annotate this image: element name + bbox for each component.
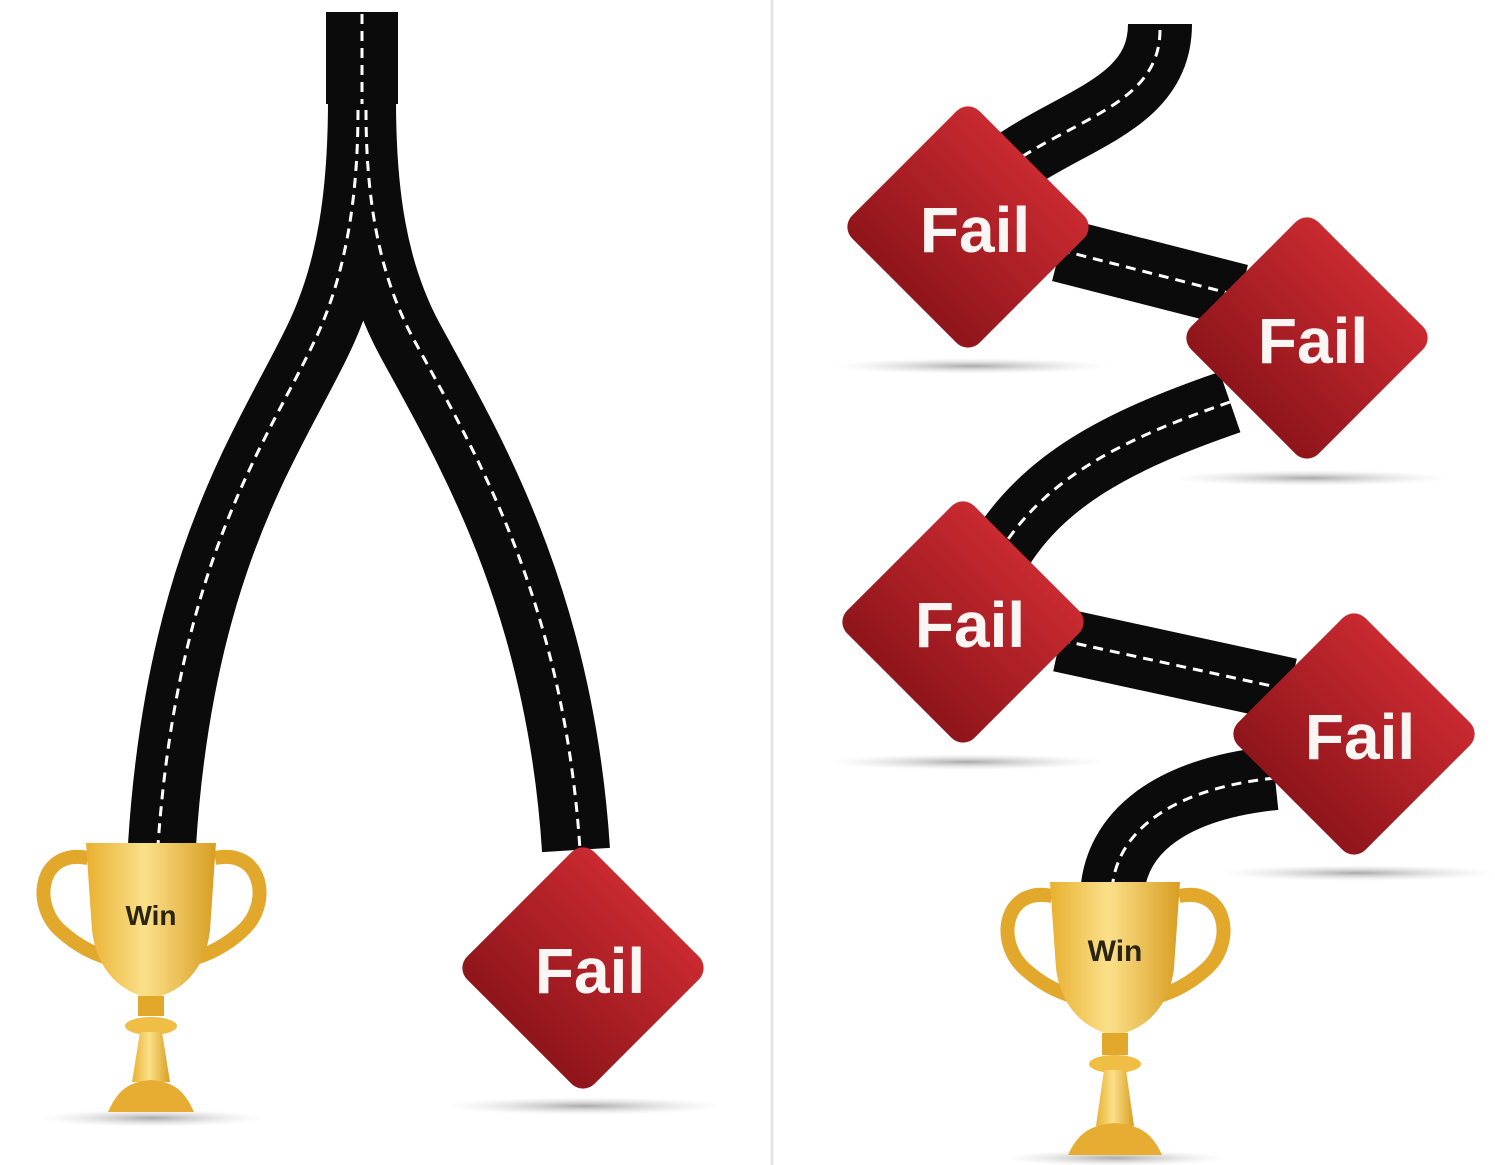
- trophy-cup: [1050, 882, 1180, 1035]
- trophy-base: [108, 1080, 194, 1112]
- fail-label: Fail: [535, 935, 645, 1007]
- fail-sign: [847, 106, 1089, 348]
- fail-sign: [1186, 217, 1428, 459]
- fail-sign-shadow: [1218, 865, 1495, 881]
- win-trophy: Win: [36, 843, 267, 1112]
- trophy-handle-right: [1156, 887, 1231, 1003]
- trophy-cup: [86, 843, 216, 998]
- road-segment: [1080, 746, 1279, 902]
- trophy-shadow: [40, 1109, 264, 1127]
- fail-label: Fail: [920, 194, 1030, 266]
- fail-sign-shadow: [1170, 470, 1450, 486]
- win-trophy: Win: [1000, 882, 1231, 1155]
- fail-sign-shadow: [445, 1097, 725, 1115]
- fail-sign: [1233, 613, 1475, 855]
- win-label: Win: [1088, 935, 1143, 968]
- right-panel: Fail Fail Fail Fail Win: [827, 21, 1495, 1165]
- road-to-fail: [328, 99, 610, 853]
- trophy-shadow: [1003, 1150, 1227, 1165]
- fail-label: Fail: [1305, 701, 1415, 773]
- win-label: Win: [125, 900, 176, 931]
- fail-sign-shadow: [832, 358, 1112, 374]
- left-road-fork: [128, 12, 610, 853]
- left-panel: Win Fail: [36, 12, 725, 1127]
- trophy-handle-left: [1000, 887, 1075, 1003]
- road-to-win: [128, 99, 396, 848]
- trophy-handle-right: [192, 849, 267, 965]
- fail-sign: [842, 501, 1084, 743]
- trophy-base: [1068, 1123, 1162, 1155]
- fail-label: Fail: [915, 589, 1025, 661]
- fail-label: Fail: [1258, 305, 1368, 377]
- trophy-handle-left: [36, 849, 111, 965]
- fail-sign-shadow: [827, 754, 1107, 770]
- fail-sign: [462, 847, 704, 1089]
